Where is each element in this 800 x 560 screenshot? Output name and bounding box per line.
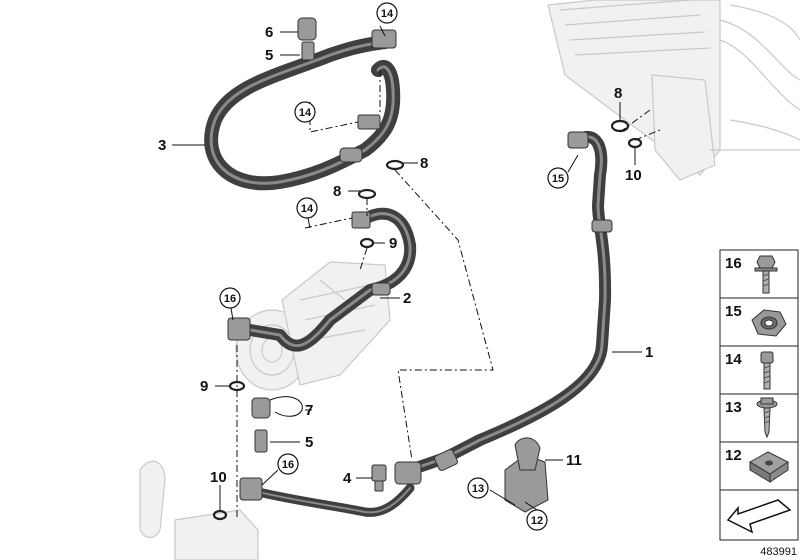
svg-text:13: 13 bbox=[725, 399, 742, 416]
callout-12-circled: 12 bbox=[526, 509, 548, 531]
callout-10-right: 10 bbox=[625, 167, 642, 184]
callout-10-left: 10 bbox=[210, 469, 227, 486]
callout-8-mid: 8 bbox=[420, 155, 428, 172]
pressure-sensor bbox=[371, 464, 387, 492]
callout-5-bottom: 5 bbox=[305, 434, 313, 451]
callout-14-circled-low: 14 bbox=[296, 197, 318, 219]
callout-14-circled-top: 14 bbox=[376, 2, 398, 24]
callout-15-circled: 15 bbox=[547, 167, 569, 189]
socket-head-screw-icon bbox=[760, 351, 774, 390]
callout-labels: 1 2 3 4 5 5 6 7 8 8 8 9 9 10 10 11 bbox=[158, 24, 653, 487]
callout-7: 7 bbox=[305, 402, 313, 419]
callout-8-left: 8 bbox=[333, 183, 341, 200]
circled-callouts: 12 13 14 14 14 15 16 16 bbox=[219, 2, 569, 531]
callout-16-circled-lower: 16 bbox=[277, 453, 299, 475]
bracket-11 bbox=[504, 437, 549, 513]
key-row-13: 13 bbox=[725, 397, 778, 439]
drier-ghost bbox=[139, 460, 259, 560]
refrigerant-line-2 bbox=[227, 207, 417, 352]
svg-text:14: 14 bbox=[381, 8, 394, 20]
arrow-icon bbox=[726, 499, 792, 534]
condenser-ghost bbox=[547, 0, 800, 181]
key-row-arrow bbox=[726, 499, 792, 534]
callout-9-upper: 9 bbox=[389, 235, 397, 252]
callout-5-top: 5 bbox=[265, 47, 273, 64]
svg-text:14: 14 bbox=[299, 107, 312, 119]
service-valve-bottom bbox=[251, 396, 303, 453]
key-row-15: 15 bbox=[725, 303, 787, 337]
callout-16-circled-upper: 16 bbox=[219, 287, 241, 309]
svg-text:12: 12 bbox=[531, 515, 543, 527]
callout-3: 3 bbox=[158, 137, 166, 154]
svg-text:16: 16 bbox=[282, 459, 294, 471]
callout-11: 11 bbox=[566, 452, 582, 469]
key-row-14: 14 bbox=[725, 351, 774, 390]
callout-6: 6 bbox=[265, 24, 273, 41]
callout-13-circled: 13 bbox=[467, 477, 489, 499]
hex-nut-icon bbox=[751, 309, 787, 337]
svg-text:16: 16 bbox=[224, 293, 236, 305]
svg-text:16: 16 bbox=[725, 255, 742, 272]
callout-2: 2 bbox=[403, 290, 411, 307]
parts-key: 16 15 14 bbox=[719, 249, 799, 541]
callout-1: 1 bbox=[645, 344, 653, 361]
key-row-16: 16 bbox=[725, 255, 778, 294]
svg-text:15: 15 bbox=[725, 303, 742, 320]
key-row-12: 12 bbox=[725, 447, 789, 483]
svg-text:15: 15 bbox=[552, 173, 564, 185]
service-valve-top bbox=[297, 17, 317, 61]
hex-flange-bolt-icon bbox=[754, 255, 778, 294]
callout-4: 4 bbox=[343, 470, 352, 487]
svg-text:12: 12 bbox=[725, 447, 742, 464]
callout-9-lower: 9 bbox=[200, 378, 208, 395]
refrigerant-line-3 bbox=[204, 29, 401, 191]
svg-text:14: 14 bbox=[725, 351, 742, 368]
refrigerant-line-lower bbox=[239, 461, 422, 517]
flange-screw-icon bbox=[756, 397, 778, 439]
reference-number: 483991 bbox=[760, 546, 797, 558]
clip-nut-icon bbox=[749, 451, 789, 483]
svg-text:13: 13 bbox=[472, 483, 484, 495]
callout-14-circled-mid: 14 bbox=[294, 101, 316, 123]
callout-8-right: 8 bbox=[614, 85, 622, 102]
connector-blocks bbox=[351, 114, 589, 229]
refrigerant-line-1 bbox=[404, 130, 613, 476]
assembly-lines bbox=[236, 70, 661, 520]
svg-text:14: 14 bbox=[301, 203, 314, 215]
